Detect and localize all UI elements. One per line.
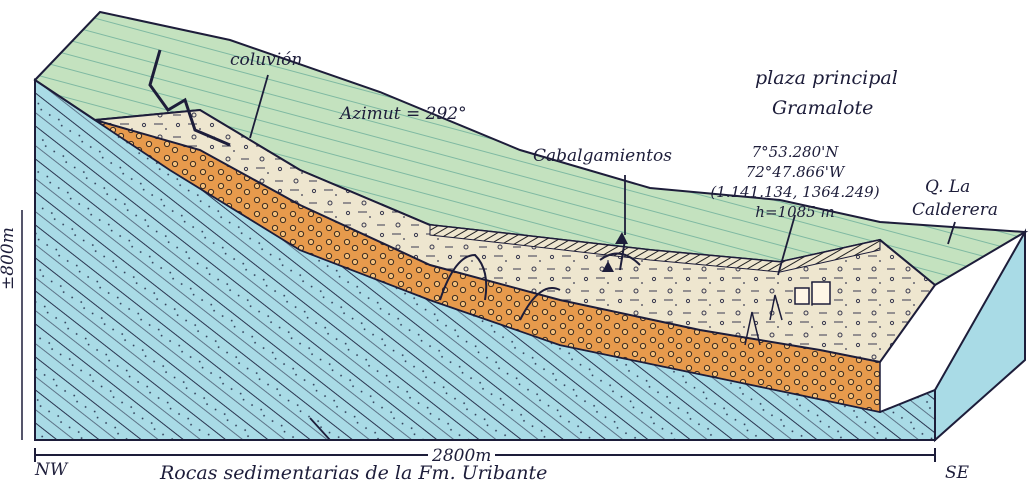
coord-latitude: 7°53.280'N xyxy=(690,142,900,162)
label-azimut: Azimut = 292° xyxy=(340,104,467,124)
label-calderera: Calderera xyxy=(912,200,998,220)
coordinates-block: 7°53.280'N 72°47.866'W (1.141.134, 1364.… xyxy=(690,142,900,222)
label-cabalgamientos: Cabalgamientos xyxy=(533,146,672,166)
label-vertical-scale: ±800m xyxy=(0,227,18,290)
label-se: SE xyxy=(945,463,969,483)
label-gramalote: Gramalote xyxy=(772,97,873,119)
label-rocas-sedimentarias: Rocas sedimentarias de la Fm. Uribante xyxy=(160,462,547,484)
coord-elevation: h=1085 m xyxy=(690,202,900,222)
label-nw: NW xyxy=(35,460,67,480)
label-plaza-principal: plaza principal xyxy=(755,67,898,89)
coord-longitude: 72°47.866'W xyxy=(690,162,900,182)
label-q-la: Q. La xyxy=(925,177,970,197)
label-coluvion: coluvión xyxy=(230,50,302,70)
coord-projected: (1.141.134, 1364.249) xyxy=(690,182,900,202)
